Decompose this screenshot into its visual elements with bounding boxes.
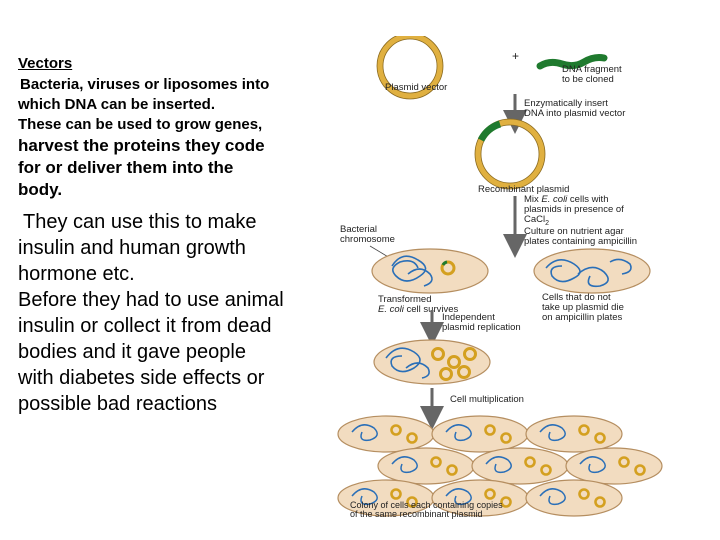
nontransformed-cell	[533, 248, 651, 294]
label-transformed: Transformed	[378, 294, 432, 305]
heading-vectors: Vectors	[18, 55, 73, 72]
text-line: bodies and it gave people	[18, 341, 246, 363]
text-line: hormone etc.	[18, 263, 135, 285]
text-line: for or deliver them into the	[18, 158, 234, 177]
label-culture: plates containing ampicillin	[524, 236, 637, 247]
plasmid-vector	[377, 36, 443, 99]
label-transformed: E. coli cell survives	[378, 304, 458, 315]
label-cell-multiplication: Cell multiplication	[450, 394, 524, 405]
text-line: Before they had to use animal	[18, 289, 284, 311]
label-cells-die: Cells that do not	[542, 292, 611, 303]
label-cells-die: on ampicillin plates	[542, 312, 623, 323]
label-mix: CaCl2	[524, 214, 549, 227]
label-enzymatic: DNA into plasmid vector	[524, 108, 625, 119]
label-cells-die: take up plasmid die	[542, 302, 624, 313]
label-dna-fragment: to be cloned	[562, 74, 614, 85]
text-column: Vectors Bacteria, viruses or liposomes i…	[18, 54, 318, 417]
dna-fragment	[536, 54, 608, 70]
label-colony: Colony of cells each containing copies	[350, 500, 503, 510]
text-line: They can use this to make	[23, 211, 257, 233]
colony	[337, 415, 663, 517]
text-line: body.	[18, 180, 63, 199]
label-plasmid-vector: Plasmid vector	[385, 82, 447, 93]
label-colony: of the same recombinant plasmid	[350, 509, 483, 519]
label-mix: plasmids in presence of	[524, 204, 624, 215]
text-line: Bacteria, viruses or liposomes into	[20, 76, 270, 93]
label-independent: plasmid replication	[442, 322, 521, 333]
label-independent: Independent	[442, 312, 495, 323]
label-dna-fragment: DNA fragment	[562, 64, 622, 75]
label-culture: Culture on nutrient agar	[524, 226, 624, 237]
cloning-diagram: Plasmid vector + DNA fragment to be clon…	[337, 36, 663, 519]
text-line: which DNA can be inserted.	[18, 96, 215, 113]
replicated-cell	[373, 339, 491, 385]
label-bacterial-chromosome: Bacterial	[340, 224, 377, 235]
text-line: insulin or collect it from dead	[18, 315, 272, 337]
text-line: These can be used to grow genes,	[18, 116, 263, 133]
text-line: possible bad reactions	[18, 393, 218, 415]
text-line: insulin and human growth	[18, 237, 246, 259]
plus-sign: +	[512, 49, 519, 63]
transformed-cell	[371, 248, 489, 294]
label-enzymatic: Enzymatically insert	[524, 98, 608, 109]
label-bacterial-chromosome: chromosome	[340, 234, 395, 245]
recombinant-plasmid	[475, 119, 545, 189]
label-mix: Mix E. coli cells with	[524, 194, 608, 205]
text-line: with diabetes side effects or	[18, 367, 265, 389]
text-line: harvest the proteins they code	[18, 136, 265, 155]
label-recombinant: Recombinant plasmid	[478, 184, 569, 195]
inserted-dna	[477, 120, 502, 142]
